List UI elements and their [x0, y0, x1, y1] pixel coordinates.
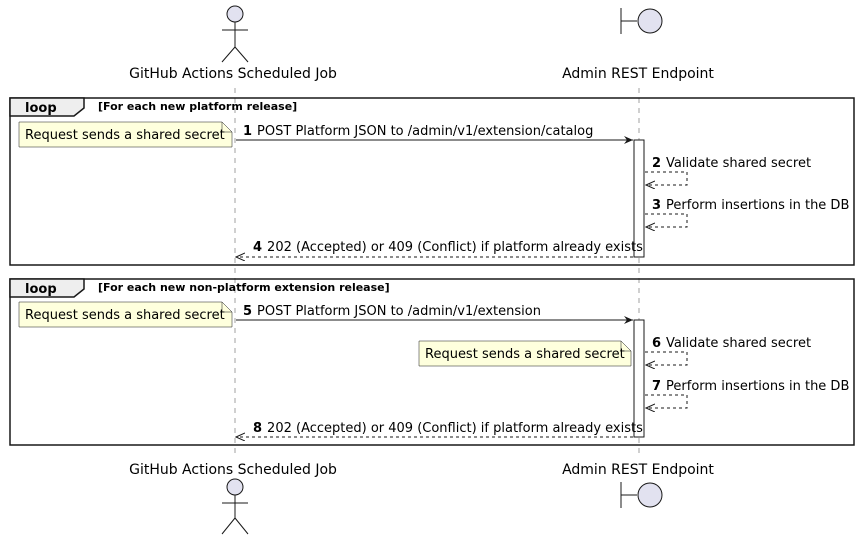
- message-text: Validate shared secret: [666, 156, 811, 171]
- note: Request sends a shared secret: [18, 121, 233, 148]
- message-number: 6: [652, 336, 661, 351]
- message-label: 8 202 (Accepted) or 409 (Conflict) if pla…: [253, 421, 643, 436]
- loop-keyword: loop: [25, 101, 57, 116]
- loop-frame: [9, 97, 855, 266]
- note-text: Request sends a shared secret: [25, 308, 225, 323]
- endpoint-boundary-icon-bottom: [620, 482, 663, 508]
- note: Request sends a shared secret: [418, 340, 632, 367]
- activation-bar: [633, 139, 645, 258]
- self-message-arrow: [645, 351, 688, 365]
- loop-frame: [9, 278, 855, 446]
- message-label: 1 POST Platform JSON to /admin/v1/extensi…: [243, 124, 593, 139]
- endpoint-participant-label-bottom: Admin REST Endpoint: [562, 462, 714, 478]
- message-text: Perform insertions in the DB: [666, 198, 849, 213]
- note-text: Request sends a shared secret: [25, 128, 225, 143]
- message-text: POST Platform JSON to /admin/v1/extensio…: [257, 304, 541, 319]
- endpoint-boundary-icon-top: [620, 8, 663, 34]
- activation-bar: [633, 319, 645, 438]
- message-label: 3 Perform insertions in the DB: [652, 198, 849, 213]
- message-label: 5 POST Platform JSON to /admin/v1/extensi…: [243, 304, 541, 319]
- message-text: POST Platform JSON to /admin/v1/extensio…: [257, 124, 593, 139]
- message-number: 5: [243, 304, 252, 319]
- note-text: Request sends a shared secret: [425, 347, 625, 362]
- message-text: 202 (Accepted) or 409 (Conflict) if plat…: [267, 240, 643, 255]
- loop-tag: [9, 278, 85, 298]
- loop-keyword: loop: [25, 282, 57, 297]
- message-number: 2: [652, 156, 661, 171]
- self-message-arrow: [645, 394, 688, 408]
- endpoint-participant-label-top: Admin REST Endpoint: [562, 66, 714, 82]
- message-label: 7 Perform insertions in the DB: [652, 379, 849, 394]
- message-text: 202 (Accepted) or 409 (Conflict) if plat…: [267, 421, 643, 436]
- job-participant-label-bottom: GitHub Actions Scheduled Job: [129, 462, 337, 478]
- message-label: 6 Validate shared secret: [652, 336, 811, 351]
- loop-tag: [9, 97, 85, 117]
- message-label: 2 Validate shared secret: [652, 156, 811, 171]
- job-actor-icon-top: [221, 5, 249, 63]
- message-number: 8: [253, 421, 262, 436]
- self-message-arrow: [645, 213, 688, 227]
- job-actor-icon-bottom: [221, 478, 249, 535]
- message-text: Perform insertions in the DB: [666, 379, 849, 394]
- note: Request sends a shared secret: [18, 301, 233, 328]
- message-number: 7: [652, 379, 661, 394]
- loop-condition: [For each new platform release]: [98, 100, 297, 113]
- message-text: Validate shared secret: [666, 336, 811, 351]
- self-message-arrow: [645, 171, 688, 185]
- message-number: 1: [243, 124, 252, 139]
- message-number: 4: [253, 240, 262, 255]
- message-label: 4 202 (Accepted) or 409 (Conflict) if pla…: [253, 240, 643, 255]
- job-participant-label-top: GitHub Actions Scheduled Job: [129, 66, 337, 82]
- loop-condition: [For each new non-platform extension rel…: [98, 281, 390, 294]
- message-number: 3: [652, 198, 661, 213]
